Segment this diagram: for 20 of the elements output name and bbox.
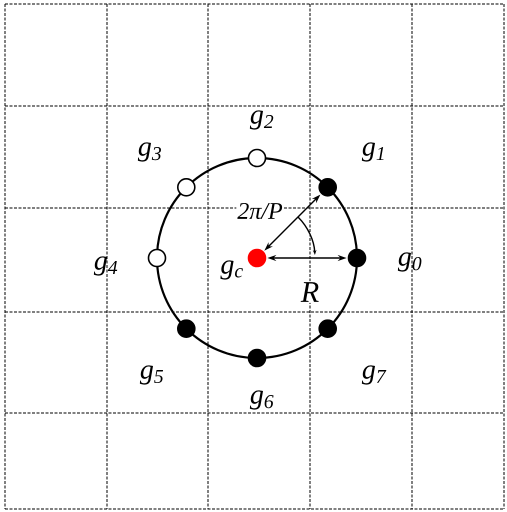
point-label: g$_{6}$	[250, 390, 274, 410]
point-label: g$_{4}$	[94, 256, 118, 276]
point-label: g$_{5}$	[140, 365, 164, 385]
angle-label: 2π/P	[237, 202, 282, 220]
point-label: g$_{0}$	[398, 252, 422, 272]
sample-point	[148, 248, 166, 268]
point-label: g$_{2}$	[250, 110, 274, 130]
sample-point	[177, 178, 196, 197]
point-label: g$_{1}$	[362, 142, 384, 162]
point-label: g$_{3}$	[138, 142, 161, 162]
edge-label: R	[300, 282, 319, 302]
point-label: g$_{c}$	[220, 260, 243, 280]
sample-point	[318, 319, 337, 338]
sample-point	[318, 178, 337, 197]
sample-point	[177, 319, 196, 338]
point-label: g$_{7}$	[362, 365, 386, 385]
center-point	[248, 248, 266, 268]
sample-point	[248, 148, 266, 168]
sample-point	[248, 348, 266, 368]
sample-point	[348, 248, 366, 268]
